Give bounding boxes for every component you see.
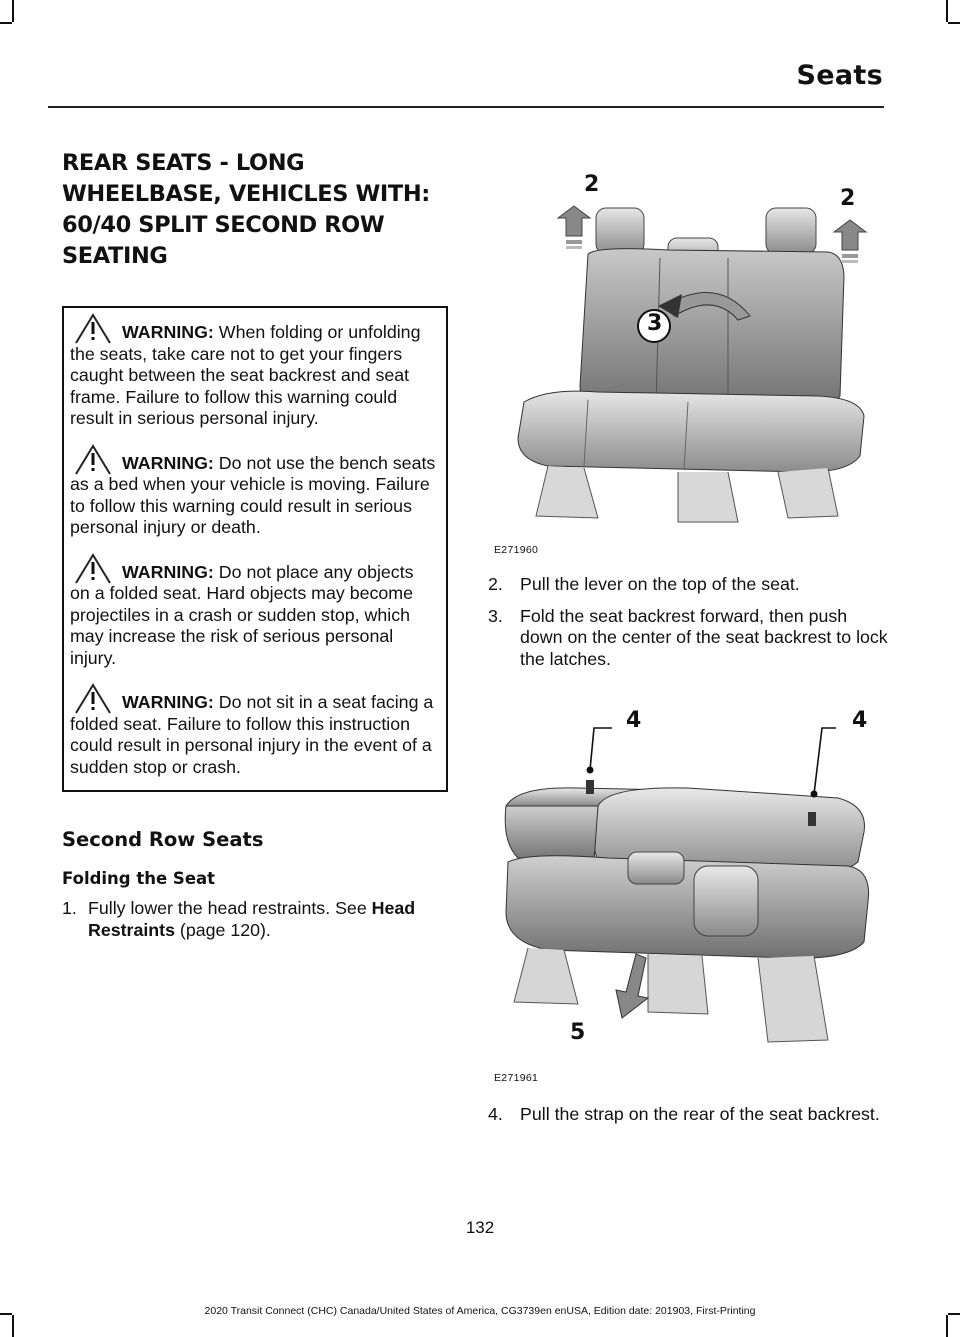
warning-item: WARNING: Do not sit in a seat facing a f…: [70, 683, 438, 778]
warning-text: Do not place any objects on a folded sea…: [70, 561, 414, 668]
callout-label: 5: [570, 1020, 586, 1045]
warning-text: Do not sit in a seat facing a folded sea…: [70, 692, 434, 777]
figure-id: E271961: [494, 1072, 539, 1084]
warning-triangle-icon: [75, 313, 111, 344]
warning-label: WARNING:: [122, 692, 214, 712]
figure-id: E271960: [494, 544, 539, 556]
cross-reference-link[interactable]: Head Restraints: [88, 898, 416, 940]
crop-mark: [946, 1315, 948, 1337]
step-text: Fully lower the head restraints. See: [88, 898, 372, 918]
warning-triangle-icon: [75, 443, 111, 475]
crop-mark: [12, 0, 14, 22]
warning-label: WARNING:: [122, 322, 214, 342]
callout-label: 4: [852, 708, 868, 733]
left-column: REAR SEATS - LONG WHEELBASE, VEHICLES WI…: [62, 148, 448, 941]
right-column-step-4: 4. Pull the strap on the rear of the seat…: [488, 1104, 888, 1126]
page-number: 132: [465, 1218, 495, 1237]
figure-seat-folded: 4 4 5 E271961: [488, 702, 888, 1090]
warning-box: WARNING: When folding or unfolding the s…: [62, 306, 448, 792]
step-text: Pull the lever on the top of the seat.: [520, 574, 800, 594]
warning-item: WARNING: Do not place any objects on a f…: [70, 552, 438, 670]
seat-upright-illustration: [517, 205, 868, 523]
step-number: 1.: [62, 898, 77, 918]
step-4: 4. Pull the strap on the rear of the seat…: [488, 1104, 888, 1126]
subsubsection-heading: Folding the Seat: [62, 869, 216, 888]
subsection-heading: Second Row Seats: [62, 828, 264, 851]
step-number: 4.: [488, 1104, 503, 1124]
warning-triangle-icon: [75, 683, 111, 714]
page-footer: 2020 Transit Connect (CHC) Canada/United…: [204, 1305, 756, 1317]
crop-mark: [12, 1315, 14, 1337]
header-divider: [48, 106, 884, 108]
right-column-steps: 2. Pull the lever on the top of the seat.…: [488, 574, 888, 670]
step-text: Pull the strap on the rear of the seat b…: [520, 1104, 880, 1124]
page-reference: (page 120).: [174, 919, 271, 940]
section-title-line: 60/40 SPLIT SECOND ROW: [62, 212, 385, 238]
step-text: Fold the seat backrest forward, then pus…: [520, 605, 888, 669]
step-2: 2. Pull the lever on the top of the seat.: [488, 574, 888, 596]
warning-label: WARNING:: [122, 452, 214, 473]
callout-label: 2: [584, 172, 600, 197]
step-3: 3. Fold the seat backrest forward, then p…: [488, 606, 888, 671]
page-header-title: Seats: [796, 60, 883, 91]
warning-triangle-icon: [75, 552, 111, 584]
crop-mark: [948, 1313, 960, 1315]
warning-label: WARNING:: [122, 561, 214, 582]
callout-label: 2: [840, 186, 856, 211]
figure-seat-upright: 2 2 3 E271960: [488, 166, 888, 562]
warning-text: When folding or unfolding the seats, tak…: [70, 322, 421, 428]
crop-mark: [946, 0, 948, 22]
crop-mark: [0, 1313, 12, 1315]
warning-text: Do not use the bench seats as a bed when…: [70, 452, 436, 538]
callout-label: 4: [626, 708, 642, 733]
crop-mark: [948, 22, 960, 24]
warning-item: WARNING: When folding or unfolding the s…: [70, 313, 438, 430]
section-title-line: SEATING: [62, 243, 168, 269]
section-title-line: REAR SEATS - LONG: [62, 150, 305, 176]
step-1: 1. Fully lower the head restraints. See H…: [62, 898, 448, 941]
callout-label: 3: [647, 311, 663, 336]
section-title: REAR SEATS - LONG WHEELBASE, VEHICLES WI…: [62, 148, 448, 272]
warning-item: WARNING: Do not use the bench seats as a…: [70, 443, 438, 539]
step-number: 2.: [488, 574, 503, 594]
step-number: 3.: [488, 605, 503, 626]
seat-folded-illustration: [504, 727, 870, 1043]
crop-mark: [0, 22, 12, 24]
section-title-line: WHEELBASE, VEHICLES WITH:: [62, 181, 430, 207]
